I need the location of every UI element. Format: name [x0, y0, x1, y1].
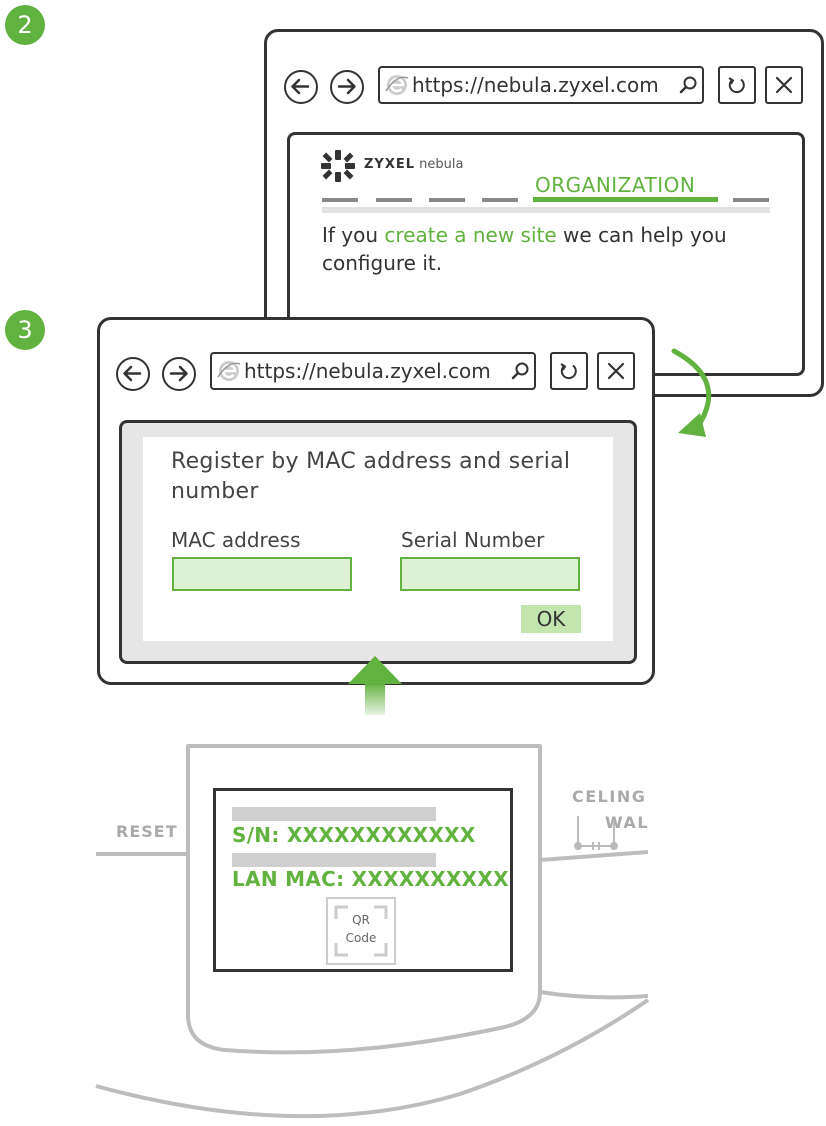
close-button[interactable] [765, 66, 803, 104]
label-gray-bar [232, 807, 436, 821]
reset-label: RESET [116, 822, 178, 841]
ok-button[interactable]: OK [521, 605, 581, 633]
lan-mac-text: LAN MAC: XXXXXXXXXX [232, 867, 509, 891]
url-text: https://nebula.zyxel.com [244, 359, 491, 383]
device-outline [95, 744, 650, 1119]
register-form: Register by MAC address and serial numbe… [143, 437, 613, 641]
mac-address-label: MAC address [171, 528, 301, 552]
create-site-link[interactable]: create a new site [384, 223, 557, 247]
browser-e-icon [385, 75, 409, 95]
mac-address-input[interactable] [172, 557, 352, 591]
device-label-sticker: S/N: XXXXXXXXXXXX LAN MAC: XXXXXXXXXX QR… [213, 788, 513, 972]
close-button[interactable] [597, 352, 635, 390]
reload-icon [560, 363, 577, 380]
serial-number-input[interactable] [400, 557, 580, 591]
register-heading: Register by MAC address and serial numbe… [171, 449, 571, 504]
step-3-badge: 3 [5, 310, 45, 350]
step-dash [733, 198, 769, 202]
step-dash [376, 198, 412, 202]
step-dash [482, 198, 518, 202]
back-button[interactable] [116, 357, 150, 391]
tab-organization[interactable]: ORGANIZATION [535, 173, 696, 197]
reload-button[interactable] [550, 352, 588, 390]
register-panel: Register by MAC address and serial numbe… [119, 420, 637, 664]
wall-label: WAL [605, 813, 650, 832]
qr-code: QR Code [326, 897, 396, 965]
address-bar[interactable]: https://nebula.zyxel.com [210, 352, 536, 390]
up-arrow-icon [348, 656, 402, 715]
search-icon [511, 362, 529, 380]
arrow-left-icon [123, 365, 142, 382]
url-text: https://nebula.zyxel.com [412, 73, 659, 97]
curved-arrow-icon [671, 348, 712, 437]
reload-icon [728, 77, 745, 94]
qr-corners-icon [334, 905, 388, 957]
label-gray-bar [232, 853, 436, 867]
arrow-right-icon [169, 365, 188, 382]
qr-code-text: QR Code [345, 913, 377, 945]
forward-button[interactable] [162, 357, 196, 391]
step-2-badge: 2 [5, 5, 45, 45]
browser-window-organization: https://nebula.zyxel.com [264, 29, 824, 397]
forward-button[interactable] [330, 70, 364, 104]
back-button[interactable] [284, 70, 318, 104]
address-bar[interactable]: https://nebula.zyxel.com [378, 66, 704, 104]
browser-window-register: https://nebula.zyxel.com Register by MAC… [97, 317, 655, 685]
close-icon [607, 362, 625, 380]
step-dash [429, 198, 465, 202]
site-message: If you create a new site we can help you… [322, 223, 727, 275]
close-icon [775, 76, 793, 94]
serial-number-label: Serial Number [401, 528, 545, 552]
zyxel-logo-icon [321, 150, 355, 182]
arrow-right-icon [337, 78, 356, 95]
search-icon [679, 76, 697, 94]
divider [322, 207, 770, 213]
reload-button[interactable] [718, 66, 756, 104]
arrow-left-icon [291, 78, 310, 95]
step-dash [322, 198, 358, 202]
ceiling-label: CELING [572, 787, 647, 806]
browser-e-icon [217, 361, 241, 381]
brand-name: ZYXEL nebula [364, 157, 464, 172]
serial-number-text: S/N: XXXXXXXXXXXX [232, 823, 476, 847]
active-step-underline [533, 197, 718, 202]
